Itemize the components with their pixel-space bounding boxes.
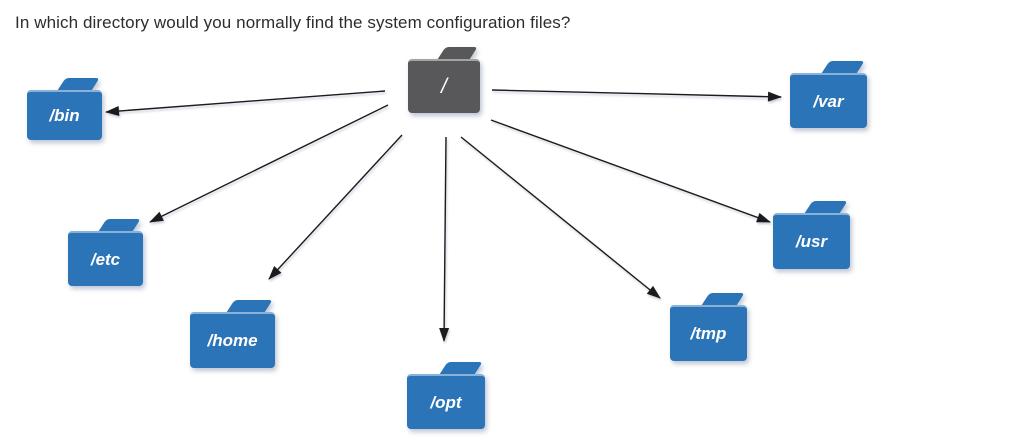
- arrow-root-to-usr: [490, 119, 771, 223]
- arrow-root-to-bin: [105, 90, 386, 117]
- folder-usr-label: /usr: [795, 232, 828, 251]
- folder-bin-label: /bin: [49, 106, 80, 125]
- folder-tmp[interactable]: /tmp: [670, 293, 747, 361]
- folder-opt-label: /opt: [430, 392, 462, 412]
- question-text: In which directory would you normally fi…: [15, 13, 571, 32]
- folder-home-label: /home: [207, 331, 258, 350]
- folder-icon: [27, 90, 102, 140]
- folder-usr[interactable]: /usr: [773, 201, 850, 269]
- folder-root-label: /: [441, 75, 447, 98]
- folder-etc-label: /etc: [90, 249, 121, 269]
- arrow-root-to-tmp: [460, 136, 661, 299]
- folder-etc[interactable]: /etc: [68, 219, 143, 286]
- folder-var-label: /var: [813, 91, 844, 111]
- folder-bin[interactable]: /bin: [27, 78, 102, 140]
- folder-icon: [190, 312, 275, 368]
- folder-root[interactable]: /: [408, 47, 480, 113]
- folder-icon: [408, 59, 480, 113]
- folder-var[interactable]: /var: [790, 61, 867, 128]
- folder-home[interactable]: /home: [190, 300, 275, 368]
- arrow-root-to-etc: [149, 104, 389, 223]
- folder-tmp-label: /tmp: [690, 324, 727, 343]
- arrow-root-to-var: [491, 89, 782, 102]
- folder-icon: [670, 305, 747, 361]
- arrow-root-to-home: [268, 134, 403, 280]
- folder-icon: [790, 73, 867, 128]
- arrow-root-to-opt: [439, 136, 450, 342]
- folder-icon: [773, 213, 850, 269]
- folder-icon: [407, 374, 485, 429]
- folder-icon: [68, 231, 143, 286]
- folder-opt[interactable]: /opt: [407, 362, 485, 429]
